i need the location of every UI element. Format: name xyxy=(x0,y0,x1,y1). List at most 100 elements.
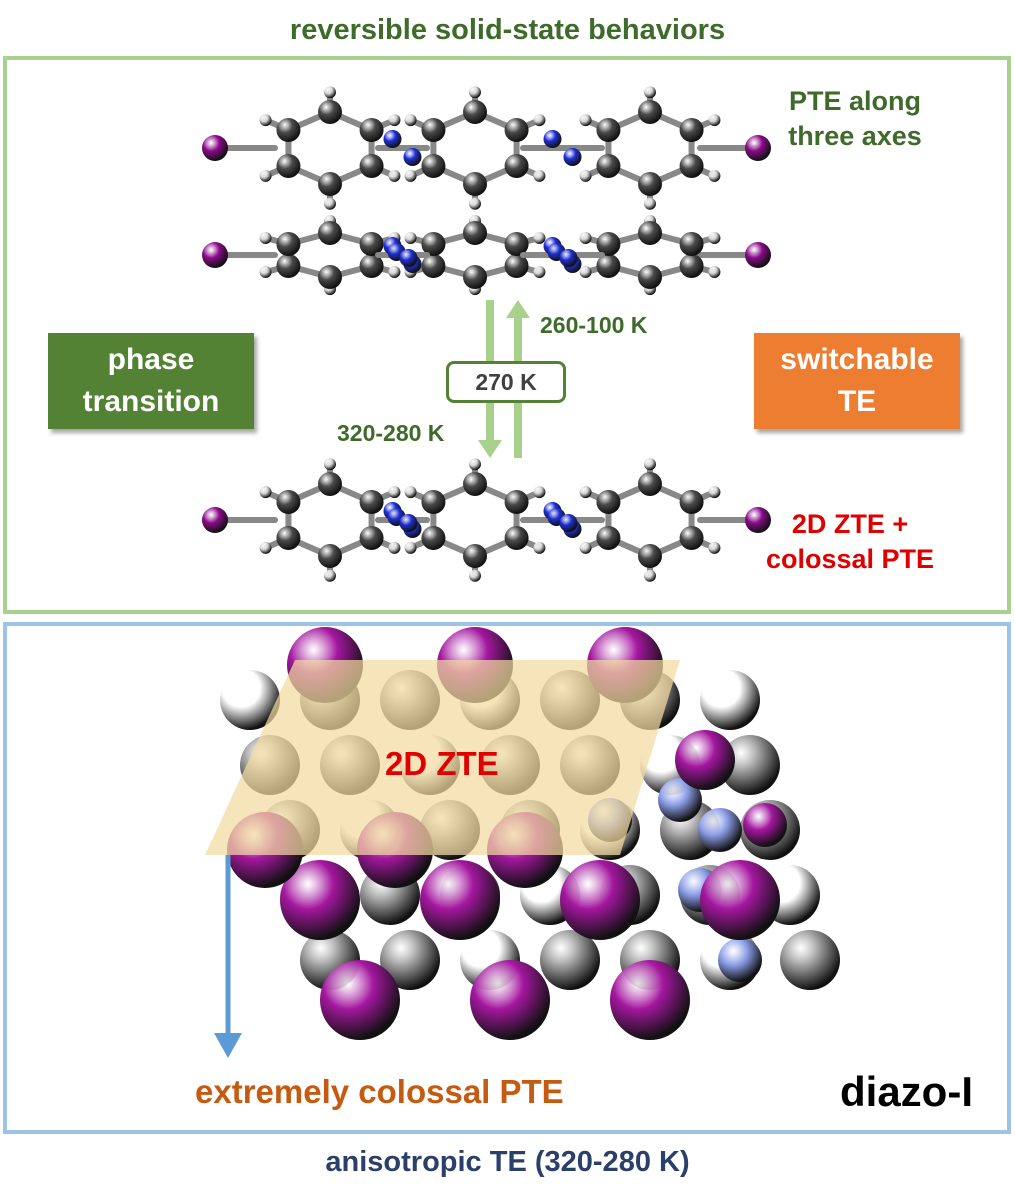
hydrogen-atom xyxy=(579,114,592,127)
carbon-atom xyxy=(421,254,446,278)
hydrogen-atom xyxy=(579,541,592,554)
hydrogen-atom xyxy=(259,114,272,127)
carbon-atom xyxy=(596,154,621,178)
carbon-atom xyxy=(421,490,446,514)
zte-label: 2D ZTE + colossal PTE xyxy=(735,507,965,577)
zte-plane xyxy=(205,660,680,855)
pte-label-line-2: three axes xyxy=(788,121,922,151)
carbon-atom xyxy=(638,221,662,245)
carbon-atom xyxy=(504,232,529,256)
hydrogen-atom xyxy=(579,169,592,182)
carbon-atom xyxy=(421,154,446,178)
hydrogen-atom xyxy=(388,114,401,127)
packing-iodine xyxy=(280,860,360,940)
compound-name: diazo-I xyxy=(840,1068,973,1115)
hydrogen-atom xyxy=(579,231,592,244)
carbon-atom xyxy=(463,544,487,568)
packing-iodine xyxy=(560,860,640,940)
nitrogen-atom xyxy=(399,249,418,267)
packing-iodine xyxy=(675,730,735,790)
hydrogen-atom xyxy=(324,458,336,471)
carbon-atom xyxy=(318,265,342,289)
hydrogen-atom xyxy=(469,458,481,471)
hydrogen-atom xyxy=(259,169,272,182)
iodine-atom xyxy=(745,135,771,161)
nitrogen-atom xyxy=(559,249,578,267)
hydrogen-atom xyxy=(404,114,417,127)
hydrogen-atom xyxy=(404,231,417,244)
hydrogen-atom xyxy=(324,86,336,99)
hydrogen-atom xyxy=(644,86,656,99)
carbon-atom xyxy=(596,490,621,514)
hydrogen-atom xyxy=(469,569,481,582)
pte-label-line-1: PTE along xyxy=(788,86,921,116)
carbon-atom xyxy=(596,254,621,278)
carbon-atom xyxy=(463,472,487,496)
bottom-title: anisotropic TE (320-280 K) xyxy=(325,1146,690,1178)
packing-iodine xyxy=(743,803,787,847)
iodine-atom xyxy=(745,242,771,268)
heating-arrow-head xyxy=(478,440,502,458)
carbon-atom xyxy=(638,472,662,496)
hydrogen-atom xyxy=(324,197,336,210)
behaviors-panel xyxy=(3,56,1011,614)
cooling-arrow-head xyxy=(506,300,530,318)
carbon-atom xyxy=(504,154,529,178)
hydrogen-atom xyxy=(533,486,546,499)
packing-atom xyxy=(540,930,600,990)
packing-nitrogen xyxy=(698,808,742,852)
carbon-atom xyxy=(638,544,662,568)
nitrogen-atom xyxy=(383,130,402,148)
hydrogen-atom xyxy=(708,114,721,127)
carbon-atom xyxy=(276,154,301,178)
carbon-atom xyxy=(421,526,446,550)
packing-panel xyxy=(3,622,1011,1134)
carbon-atom xyxy=(359,526,384,550)
hydrogen-atom xyxy=(388,169,401,182)
plane-label: 2D ZTE xyxy=(385,745,499,782)
hydrogen-atom xyxy=(708,541,721,554)
top-title: reversible solid-state behaviors xyxy=(289,14,726,46)
carbon-atom xyxy=(596,118,621,142)
carbon-atom xyxy=(421,118,446,142)
packing-atom xyxy=(780,930,840,990)
hydrogen-atom xyxy=(469,197,481,210)
carbon-atom xyxy=(359,154,384,178)
carbon-atom xyxy=(504,254,529,278)
carbon-atom xyxy=(638,100,662,124)
carbon-atom xyxy=(318,221,342,245)
carbon-atom xyxy=(679,118,704,142)
carbon-atom xyxy=(504,526,529,550)
hydrogen-atom xyxy=(388,486,401,499)
hydrogen-atom xyxy=(324,569,336,582)
carbon-atom xyxy=(359,118,384,142)
carbon-atom xyxy=(463,265,487,289)
cooling-range-label: 260-100 K xyxy=(540,312,648,338)
zte-label-line-1: 2D ZTE + xyxy=(791,509,909,539)
carbon-atom xyxy=(276,118,301,142)
pte-label: PTE along three axes xyxy=(760,84,950,154)
carbon-atom xyxy=(318,472,342,496)
carbon-atom xyxy=(679,490,704,514)
hydrogen-atom xyxy=(533,114,546,127)
carbon-atom xyxy=(359,232,384,256)
axis-label: extremely colossal PTE xyxy=(195,1073,564,1110)
carbon-atom xyxy=(276,254,301,278)
heating-range-label: 320-280 K xyxy=(337,420,445,446)
hydrogen-atom xyxy=(579,486,592,499)
packing-iodine xyxy=(700,860,780,940)
carbon-atom xyxy=(318,172,342,196)
iodine-atom xyxy=(745,507,771,533)
carbon-atom xyxy=(638,172,662,196)
packing-iodine xyxy=(470,960,550,1040)
packing-nitrogen xyxy=(658,778,702,822)
phase-transition-box: phase transition xyxy=(48,333,254,429)
packing-atom xyxy=(700,670,760,730)
carbon-atom xyxy=(679,254,704,278)
packing-iodine xyxy=(610,960,690,1040)
carbon-atom xyxy=(596,526,621,550)
hydrogen-atom xyxy=(579,266,592,279)
carbon-atom xyxy=(276,490,301,514)
hydrogen-atom xyxy=(533,266,546,279)
nitrogen-atom xyxy=(563,148,582,166)
